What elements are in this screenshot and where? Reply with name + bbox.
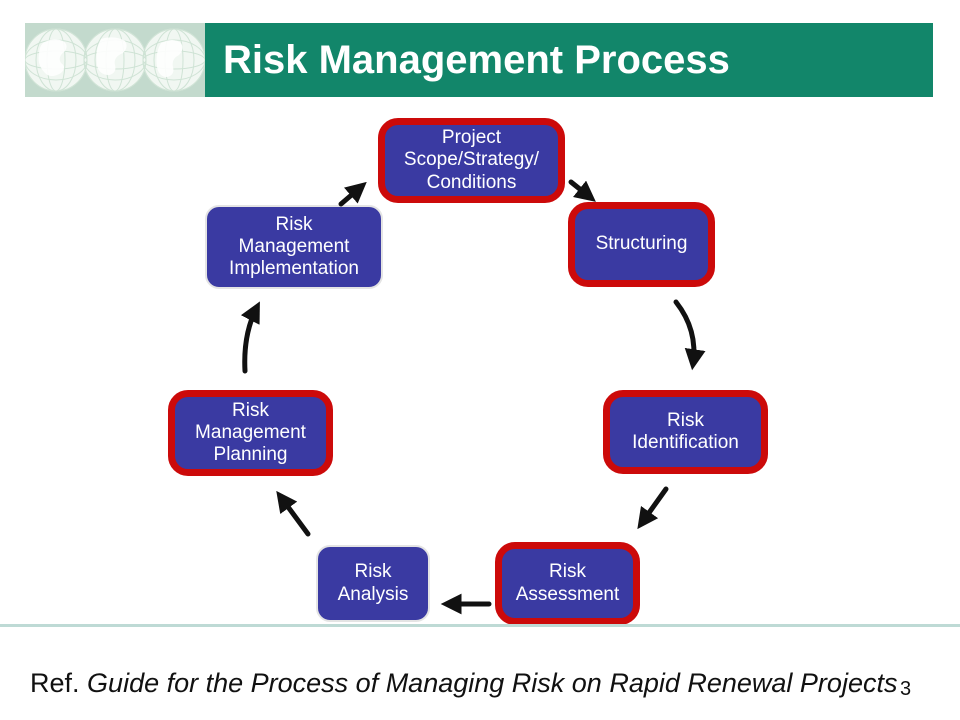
node-label: Risk Identification (632, 409, 739, 453)
ref-title: Guide for the Process of Managing Risk o… (87, 668, 898, 698)
node-label: Risk Management Implementation (229, 213, 359, 280)
arrow-structuring-to-identification (673, 299, 706, 371)
node-risk-analysis: Risk Analysis (316, 545, 430, 622)
node-label: Risk Analysis (337, 561, 409, 605)
node-project-scope-strategy-conditions: Project Scope/Strategy/ Conditions (378, 118, 565, 203)
node-label: Structuring (595, 233, 688, 255)
node-structuring: Structuring (568, 202, 715, 287)
node-label: Risk Management Planning (195, 399, 306, 466)
triple-globe-icon (25, 28, 205, 97)
node-label: Risk Assessment (515, 561, 620, 605)
logo-band (25, 23, 205, 97)
node-risk-management-implementation: Risk Management Implementation (205, 205, 383, 289)
arrow-implementation-to-scope (338, 181, 367, 207)
reference-text: Ref. Guide for the Process of Managing R… (30, 668, 897, 699)
footer-divider (0, 624, 960, 627)
node-label: Project Scope/Strategy/ Conditions (403, 127, 540, 193)
page-number: 3 (900, 678, 912, 700)
arrow-analysis-to-planning (276, 490, 311, 537)
node-risk-assessment: Risk Assessment (495, 542, 640, 625)
slide-title: Risk Management Process (223, 37, 730, 82)
arrow-scope-to-structuring (568, 179, 596, 202)
node-risk-identification: Risk Identification (603, 390, 768, 474)
arrow-planning-to-implementation (240, 301, 260, 374)
arrow-identification-to-assessment (637, 486, 669, 530)
slide-title-bar: Risk Management Process (205, 23, 933, 97)
node-risk-management-planning: Risk Management Planning (168, 390, 333, 476)
ref-label: Ref. (30, 668, 80, 698)
